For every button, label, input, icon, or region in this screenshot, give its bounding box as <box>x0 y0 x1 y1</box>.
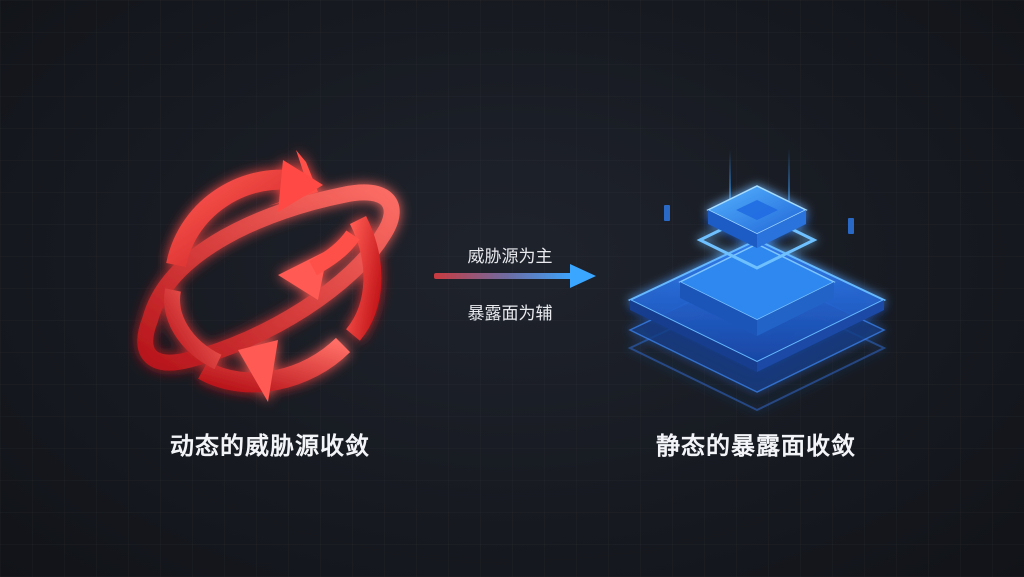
left-title: 动态的威胁源收敛 <box>170 432 370 460</box>
right-title: 静态的暴露面收敛 <box>656 432 856 460</box>
layered-stack-icon <box>627 148 887 412</box>
cycle-arrows-icon <box>137 150 400 402</box>
transition-arrow-icon <box>434 264 596 288</box>
transition-top-label: 威胁源为主 <box>467 247 553 267</box>
transition-bottom-label: 暴露面为辅 <box>467 304 553 324</box>
